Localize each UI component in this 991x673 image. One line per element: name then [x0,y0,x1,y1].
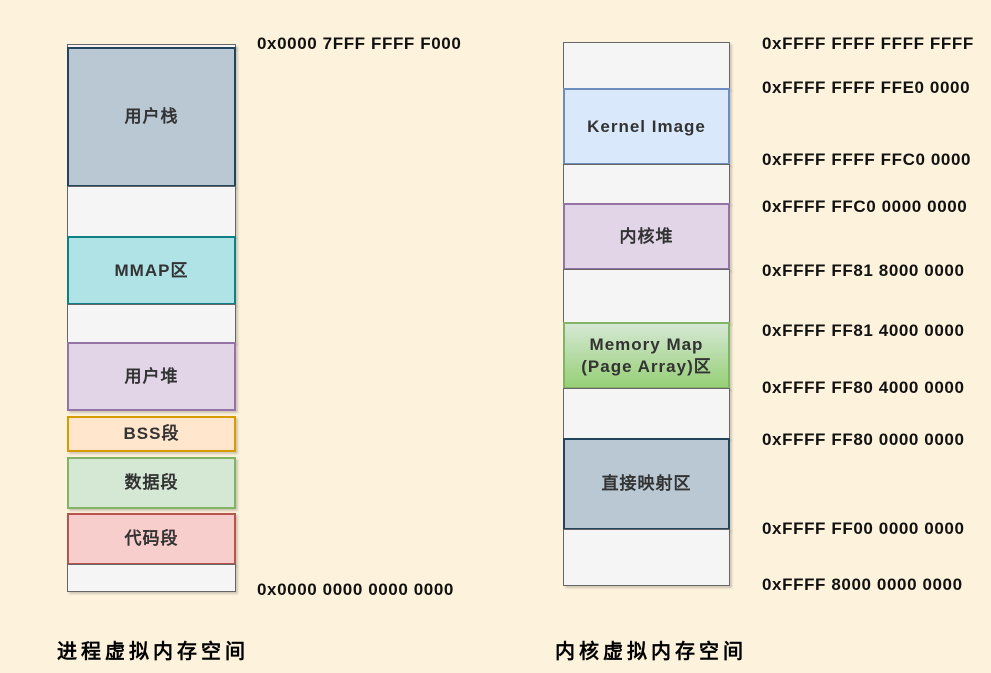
kernel-address-label: 0xFFFF FF81 4000 0000 [762,321,965,340]
kernel-address-label: 0xFFFF FF00 0000 0000 [762,519,965,538]
memory-segment: 内核堆 [563,203,730,270]
process-top-address-label: 0x0000 7FFF FFFF F000 [257,34,462,53]
memory-segment-label: 数据段 [124,473,179,493]
kernel-address-label: 0xFFFF FF80 4000 0000 [762,378,965,397]
memory-segment-label: 用户堆 [124,366,179,386]
memory-segment-label: 用户栈 [124,107,179,127]
memory-segment-label: Memory Map (Page Array)区 [581,335,712,376]
kernel-address-label: 0xFFFF FFFF FFC0 0000 [762,150,972,169]
memory-segment: Memory Map (Page Array)区 [563,322,730,389]
memory-segment: 用户栈 [67,47,236,187]
memory-segment: MMAP区 [67,236,236,305]
empty-memory-segment [563,164,730,204]
kernel-address-label: 0xFFFF FFFF FFE0 0000 [762,78,971,97]
memory-segment: 用户堆 [67,342,236,411]
memory-segment: 直接映射区 [563,438,730,530]
memory-segment-label: 内核堆 [619,226,674,246]
memory-segment: 数据段 [67,457,236,509]
memory-segment: 代码段 [67,513,236,565]
memory-segment-label: Kernel Image [587,116,706,136]
process-space-title: 进程虚拟内存空间 [57,641,249,663]
empty-memory-segment [563,269,730,323]
memory-segment-label: 代码段 [124,529,179,549]
memory-segment-label: MMAP区 [114,260,189,280]
kernel-address-label: 0xFFFF FF80 0000 0000 [762,430,965,449]
empty-memory-segment [563,388,730,439]
kernel-address-label: 0xFFFF 8000 0000 0000 [762,575,963,594]
memory-segment: Kernel Image [563,88,730,165]
process-bottom-address-label: 0x0000 0000 0000 0000 [257,580,454,599]
kernel-address-label: 0xFFFF FFC0 0000 0000 [762,197,968,216]
kernel-space-title: 内核虚拟内存空间 [555,641,747,663]
empty-memory-segment [67,304,236,343]
kernel-memory-column: Kernel Image 内核堆 Memory Map (Page Array)区直… [563,42,730,586]
kernel-address-label: 0xFFFF FFFF FFFF FFFF [762,34,974,53]
memory-segment: BSS段 [67,416,236,452]
empty-memory-segment [563,42,730,89]
memory-segment-label: 直接映射区 [601,474,692,494]
empty-memory-segment [67,564,236,592]
empty-memory-segment [67,186,236,237]
process-memory-column: 用户栈 MMAP区用户堆 BSS段数据段代码段 [67,44,236,592]
memory-segment-label: BSS段 [123,424,180,444]
empty-memory-segment [563,529,730,586]
kernel-address-label: 0xFFFF FF81 8000 0000 [762,261,965,280]
